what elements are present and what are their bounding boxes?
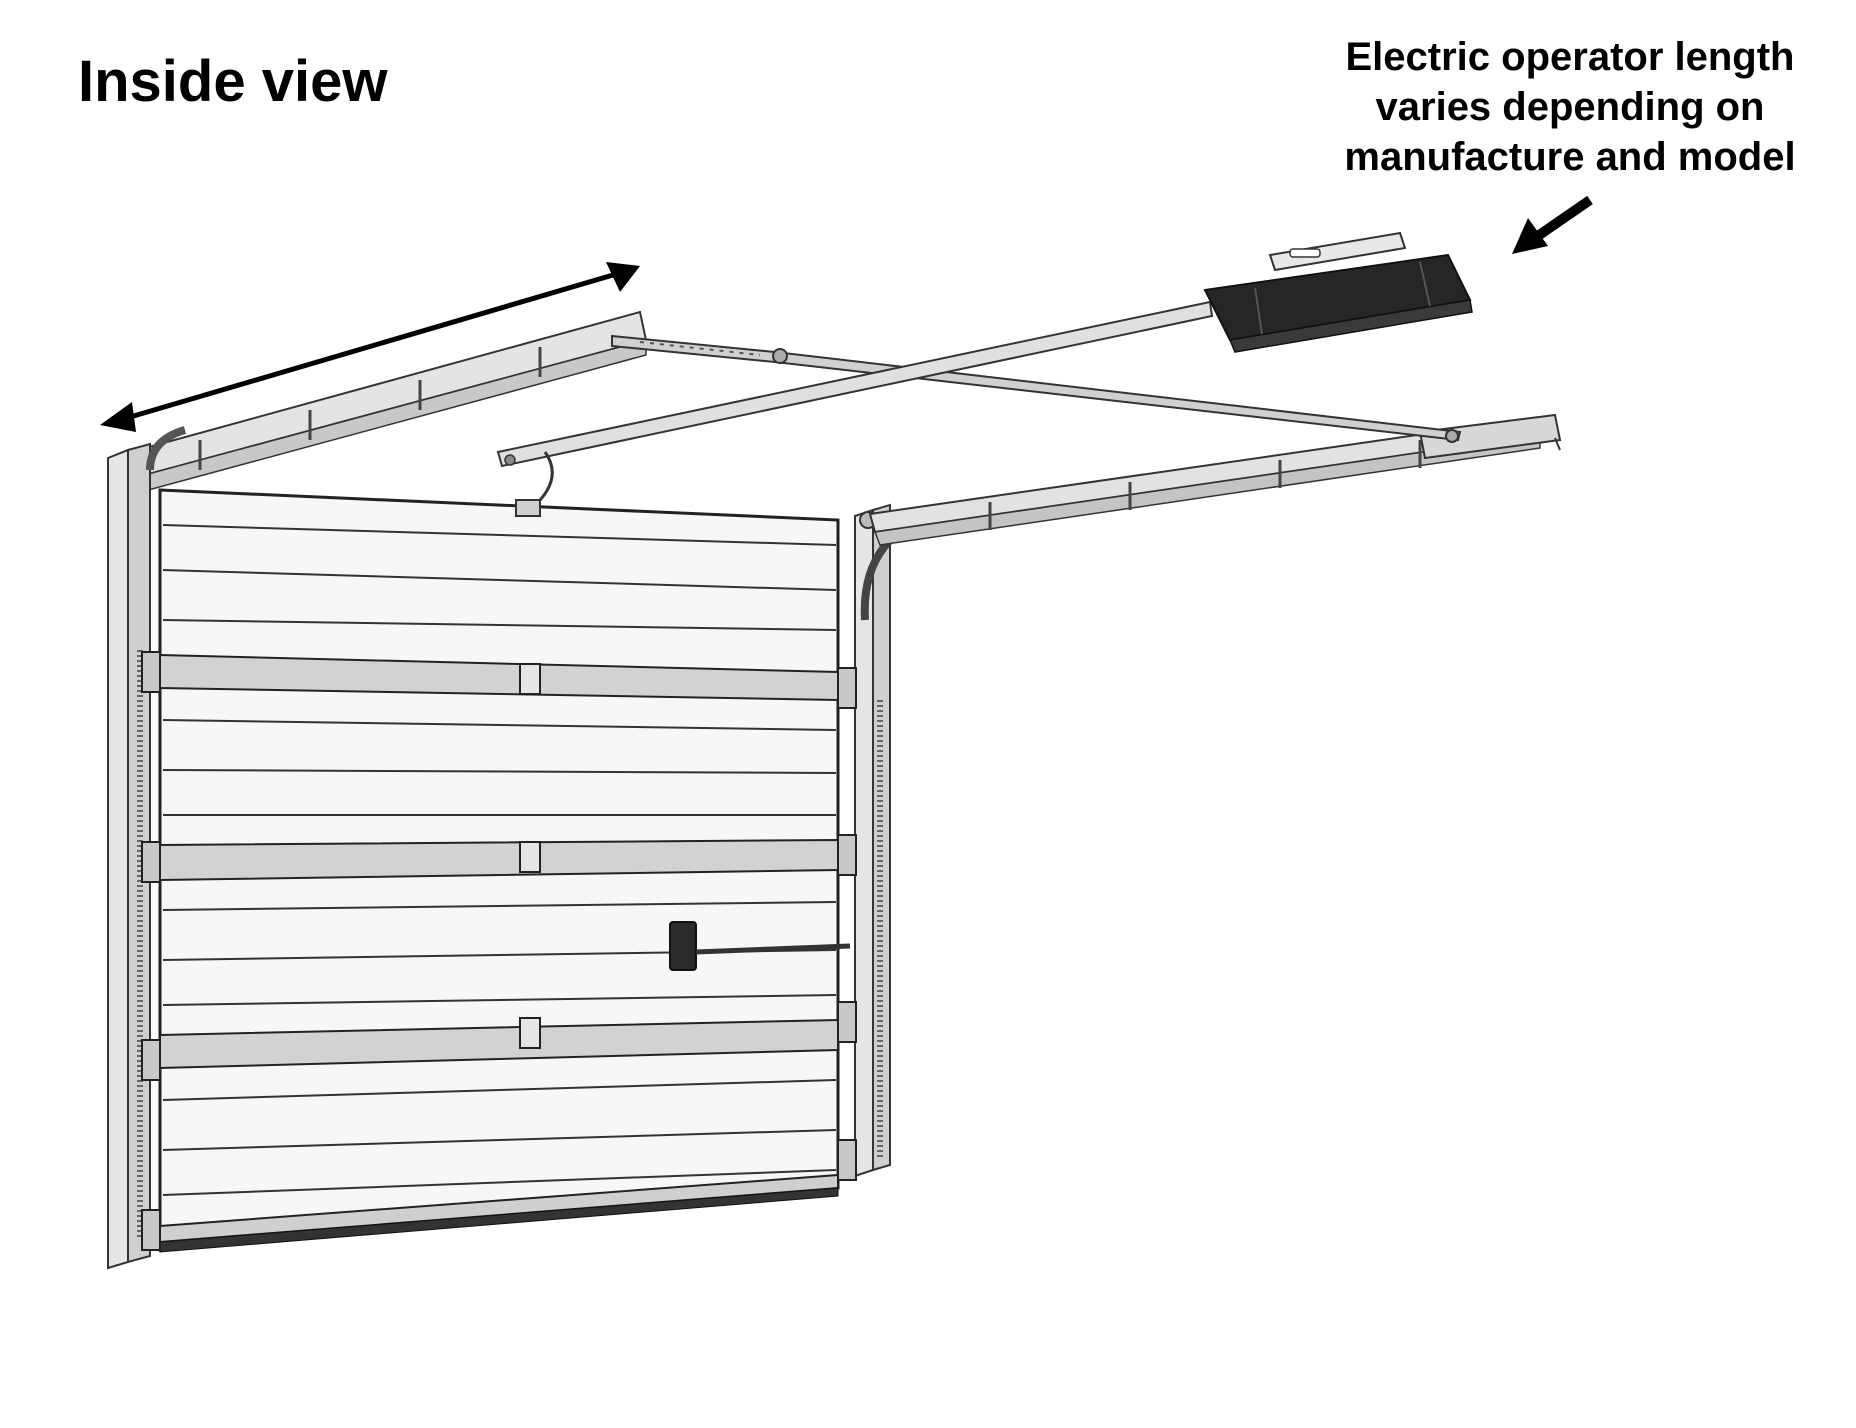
right-vertical-track bbox=[854, 503, 891, 1178]
width-dimension-arrow bbox=[100, 262, 640, 432]
electric-operator-unit bbox=[1203, 231, 1473, 353]
side-hinges bbox=[141, 651, 857, 1251]
operator-note-line-2: varies depending on bbox=[1375, 85, 1765, 129]
operator-note: Electric operator length varies dependin… bbox=[1300, 32, 1840, 182]
header-beam bbox=[118, 310, 648, 496]
operator-pointer-arrow bbox=[1512, 195, 1593, 254]
rear-cross-angle bbox=[1418, 413, 1562, 460]
panel-grooves bbox=[162, 524, 837, 1196]
operator-note-line-1: Electric operator length bbox=[1345, 35, 1795, 79]
door-panel bbox=[141, 488, 857, 1253]
page-title: Inside view bbox=[78, 49, 388, 114]
left-horizontal-rail bbox=[611, 334, 1462, 443]
door-lock bbox=[669, 921, 851, 971]
operator-note-line-3: manufacture and model bbox=[1344, 135, 1796, 179]
